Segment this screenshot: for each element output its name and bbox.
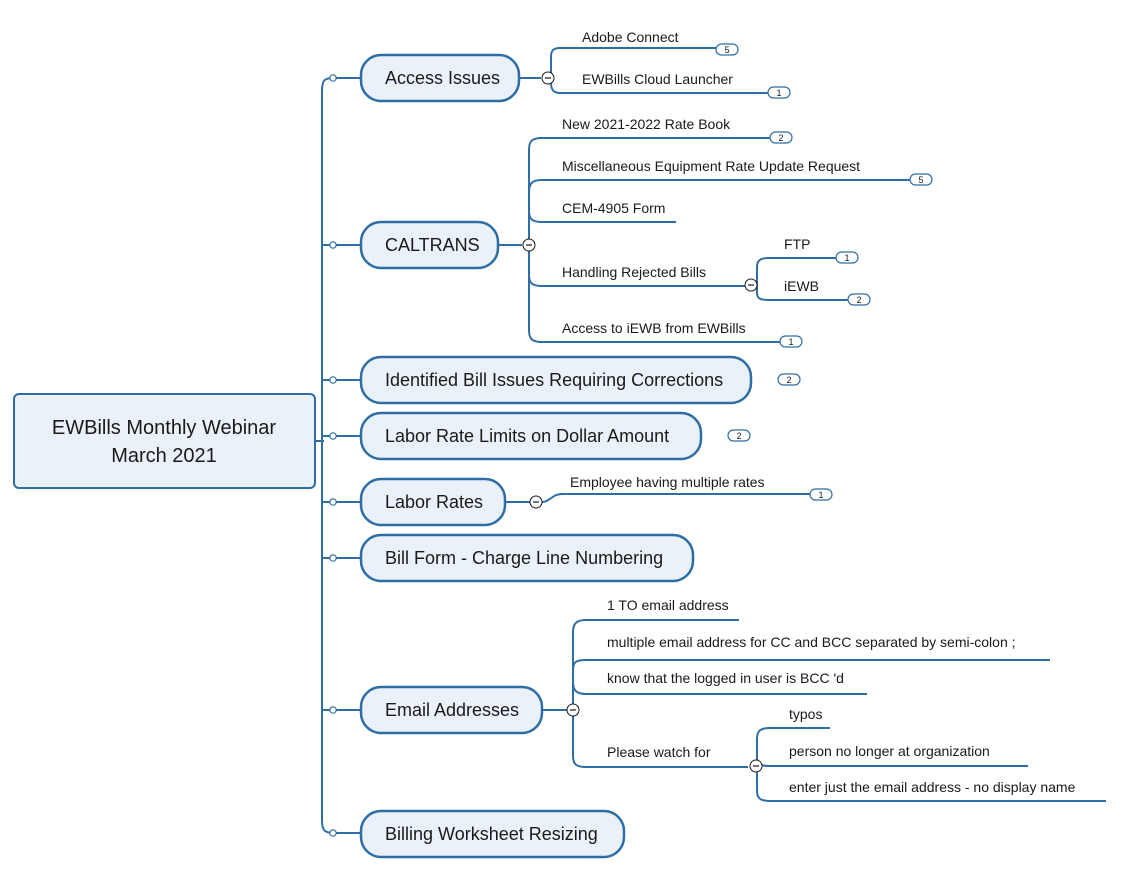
topic-email-addresses[interactable]: Email Addresses: [359, 685, 544, 735]
svg-text:1: 1: [844, 253, 849, 263]
root-title-line2: March 2021: [111, 445, 217, 467]
subtopic-employee-multiple-rates: Employee having multiple rates: [570, 474, 765, 490]
subtopic-to-email-address: 1 TO email address: [607, 597, 729, 613]
ewbills-cloud-launcher-count-badge[interactable]: 1: [767, 86, 791, 99]
subtopic-logged-in-user-bcc: know that the logged in user is BCC 'd: [607, 670, 844, 686]
labor-rates-branches: [505, 493, 810, 503]
subtopic-typos: typos: [789, 706, 822, 722]
topic-labor-rates-label: Labor Rates: [385, 492, 483, 512]
please-watch-for-collapse-button[interactable]: [749, 759, 763, 773]
identified-bill-issues-count-badge[interactable]: 2: [777, 373, 801, 386]
adobe-connect-count-badge[interactable]: 5: [715, 43, 739, 56]
topic-billing-worksheet-resizing[interactable]: Billing Worksheet Resizing: [359, 809, 626, 859]
svg-text:5: 5: [918, 175, 923, 185]
topic-access-issues-label: Access Issues: [385, 68, 500, 88]
topic-email-addresses-label: Email Addresses: [385, 700, 519, 720]
ftp-count-badge[interactable]: 1: [835, 251, 859, 264]
subtopic-person-no-longer: person no longer at organization: [789, 743, 990, 759]
svg-text:2: 2: [786, 375, 791, 385]
topic-caltrans-label: CALTRANS: [385, 235, 480, 255]
subtopic-ftp: FTP: [784, 236, 810, 252]
subtopic-handling-rejected-bills: Handling Rejected Bills: [562, 264, 706, 280]
subtopic-misc-equipment-rate: Miscellaneous Equipment Rate Update Requ…: [562, 158, 860, 174]
subtopic-cem-4905-form: CEM-4905 Form: [562, 200, 665, 216]
labor-rate-limits-count-badge[interactable]: 2: [727, 429, 751, 442]
topic-bill-form[interactable]: Bill Form - Charge Line Numbering: [359, 533, 695, 583]
employee-multiple-rates-count-badge[interactable]: 1: [809, 488, 833, 501]
subtopic-no-display-name: enter just the email address - no displa…: [789, 779, 1076, 795]
caltrans-collapse-button[interactable]: [522, 238, 536, 252]
misc-equipment-rate-count-badge[interactable]: 5: [909, 173, 933, 186]
subtopic-please-watch-for: Please watch for: [607, 744, 711, 760]
subtopic-new-rate-book: New 2021-2022 Rate Book: [562, 116, 731, 132]
topic-billing-worksheet-resizing-label: Billing Worksheet Resizing: [385, 824, 598, 844]
email-addresses-collapse-button[interactable]: [566, 703, 580, 717]
subtopic-adobe-connect: Adobe Connect: [582, 29, 679, 45]
svg-text:5: 5: [724, 45, 729, 55]
svg-text:2: 2: [856, 295, 861, 305]
topic-bill-form-label: Bill Form - Charge Line Numbering: [385, 548, 663, 568]
svg-text:1: 1: [776, 88, 781, 98]
main-connectors: [316, 77, 360, 834]
topic-labor-rate-limits-label: Labor Rate Limits on Dollar Amount: [385, 426, 669, 446]
topic-identified-bill-issues[interactable]: Identified Bill Issues Requiring Correct…: [359, 355, 753, 405]
root-title-line1: EWBills Monthly Webinar: [52, 417, 276, 439]
subtopic-access-iewb: Access to iEWB from EWBills: [562, 320, 746, 336]
topic-labor-rates[interactable]: Labor Rates: [359, 477, 507, 527]
svg-text:1: 1: [788, 337, 793, 347]
labor-rates-collapse-button[interactable]: [529, 495, 543, 509]
topic-labor-rate-limits[interactable]: Labor Rate Limits on Dollar Amount: [359, 411, 703, 461]
subtopic-ewbills-cloud-launcher: EWBills Cloud Launcher: [582, 71, 733, 87]
topic-access-issues[interactable]: Access Issues: [359, 53, 521, 103]
subtopic-iewb: iEWB: [784, 278, 819, 294]
svg-text:2: 2: [736, 431, 741, 441]
subtopic-cc-bcc-addresses: multiple email address for CC and BCC se…: [607, 634, 1016, 650]
access-issues-branches: [519, 47, 768, 94]
root-topic[interactable]: EWBills Monthly Webinar March 2021: [13, 393, 316, 489]
new-rate-book-count-badge[interactable]: 2: [769, 131, 793, 144]
access-issues-collapse-button[interactable]: [541, 71, 555, 85]
svg-text:1: 1: [818, 490, 823, 500]
handling-rejected-bills-collapse-button[interactable]: [744, 278, 758, 292]
connector-dots: [329, 74, 337, 837]
svg-text:2: 2: [778, 133, 783, 143]
topic-identified-bill-issues-label: Identified Bill Issues Requiring Correct…: [385, 370, 723, 390]
topic-caltrans[interactable]: CALTRANS: [359, 220, 500, 270]
access-iewb-count-badge[interactable]: 1: [779, 335, 803, 348]
iewb-count-badge[interactable]: 2: [847, 293, 871, 306]
